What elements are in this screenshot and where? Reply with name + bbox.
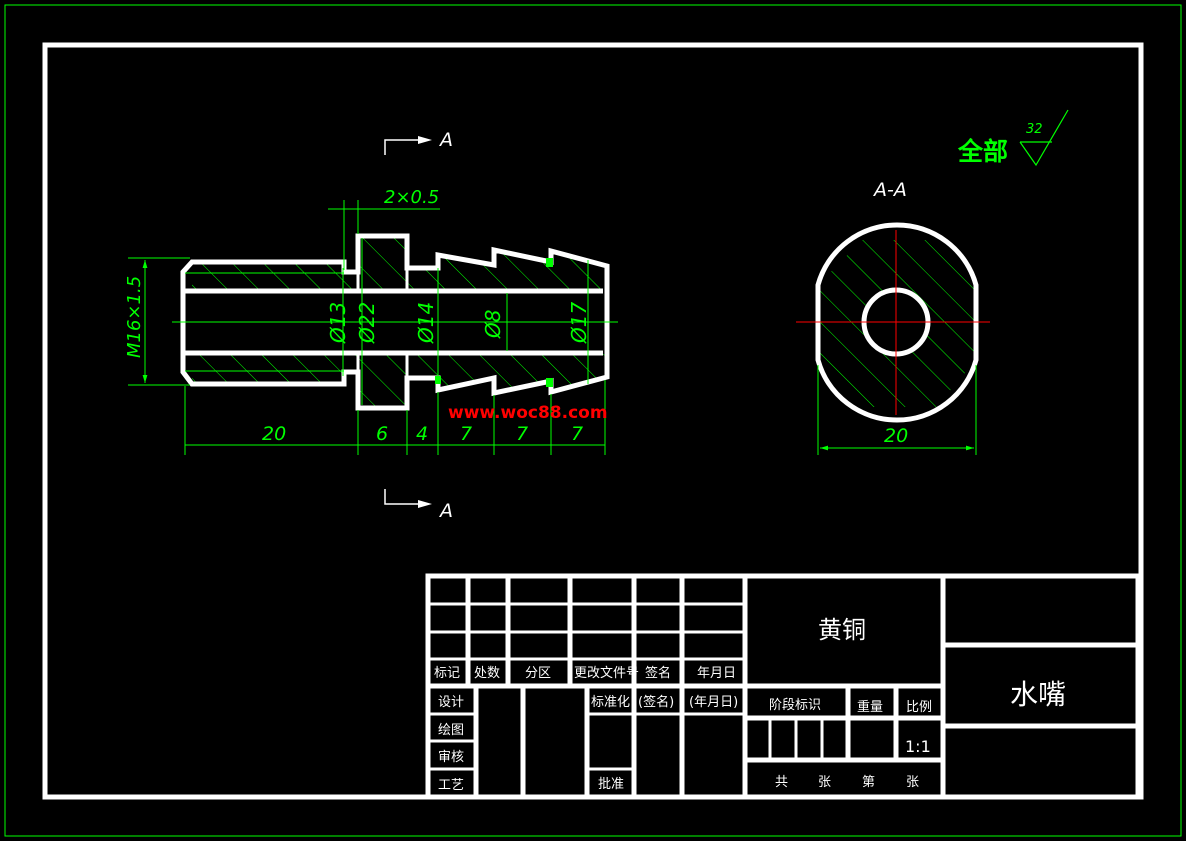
tb-header-zone: 分区	[525, 666, 551, 681]
dim-len-7a: 7	[460, 423, 472, 445]
tb-header-mark: 标记	[434, 666, 460, 681]
green-marker-2	[546, 378, 553, 387]
tb-role-review: 审核	[438, 750, 464, 765]
dim-len-7b: 7	[516, 423, 528, 445]
dim-d13: Ø13	[326, 302, 350, 344]
tb-sheet-unit2: 张	[906, 775, 919, 790]
main-view: Ø13 Ø22 Ø14 Ø8 Ø17 M16×1.5 2×0.5 20 6 4 …	[124, 129, 618, 522]
dim-section-width: 20	[884, 425, 908, 447]
watermark: www.woc88.com	[448, 403, 608, 423]
tb-scale-value: 1:1	[905, 737, 931, 756]
tb-header-change-doc: 更改文件号	[574, 666, 639, 681]
tb-approve: 批准	[598, 777, 624, 792]
tb-header-date: 年月日	[697, 666, 736, 681]
section-outer-contour	[815, 222, 979, 423]
section-arrowhead-top	[418, 136, 432, 144]
title-block-text: 标记 处数 分区 更改文件号 签名 年月日 设计 绘图 审核 工艺 标准化 (签…	[434, 616, 1066, 793]
dim-d8: Ø8	[481, 310, 505, 339]
section-label-bottom: A	[438, 500, 453, 522]
tb-header-count: 处数	[474, 666, 500, 681]
tb-date-paren: (年月日)	[689, 695, 738, 710]
title-block	[425, 573, 1141, 800]
dim-d17: Ø17	[567, 302, 591, 344]
green-marker-3	[435, 376, 441, 384]
roughness-prefix: 全部	[957, 137, 1008, 166]
sheet-outer-border	[4, 4, 1182, 837]
dim-len-6: 6	[376, 423, 388, 445]
dim-len-7c: 7	[571, 423, 583, 445]
hatch-upper-wall	[192, 236, 607, 290]
tb-sheet-unit1: 张	[818, 775, 831, 790]
dim-chamfer: 2×0.5	[384, 187, 439, 208]
hatch-lower-wall	[192, 354, 607, 406]
roughness-symbol: 全部 32	[957, 109, 1069, 167]
tb-standardize: 标准化	[591, 695, 630, 710]
part-outline	[180, 233, 610, 411]
section-view-title: A-A	[872, 179, 907, 201]
tb-role-process: 工艺	[438, 778, 464, 793]
tb-stage-mark: 阶段标识	[769, 698, 821, 713]
tb-sheet-no: 第	[862, 775, 875, 790]
section-label-top: A	[438, 129, 453, 151]
tb-part-name: 水嘴	[1010, 678, 1066, 711]
tb-sheet-total: 共	[775, 775, 788, 790]
tb-scale-label: 比例	[906, 700, 932, 715]
green-marker-1	[546, 258, 553, 267]
section-arrowhead-bottom	[418, 500, 432, 508]
tb-role-draw: 绘图	[438, 723, 464, 738]
tb-role-design: 设计	[438, 695, 464, 710]
tb-header-sign: 签名	[645, 665, 671, 681]
tb-material: 黄铜	[818, 616, 866, 644]
roughness-value: 32	[1026, 122, 1043, 137]
section-view: A-A 20	[796, 179, 990, 455]
section-arrow-top	[384, 139, 420, 155]
dim-len-4: 4	[416, 423, 428, 445]
dim-thread: M16×1.5	[124, 276, 145, 358]
dim-len-20: 20	[262, 423, 286, 445]
roughness-check-icon	[1019, 109, 1069, 167]
section-arrow-bottom	[384, 489, 420, 505]
dim-d14: Ø14	[414, 302, 438, 344]
tb-sign-paren: (签名)	[638, 694, 674, 710]
dim-d22: Ø22	[355, 302, 379, 344]
tb-weight: 重量	[857, 699, 883, 715]
